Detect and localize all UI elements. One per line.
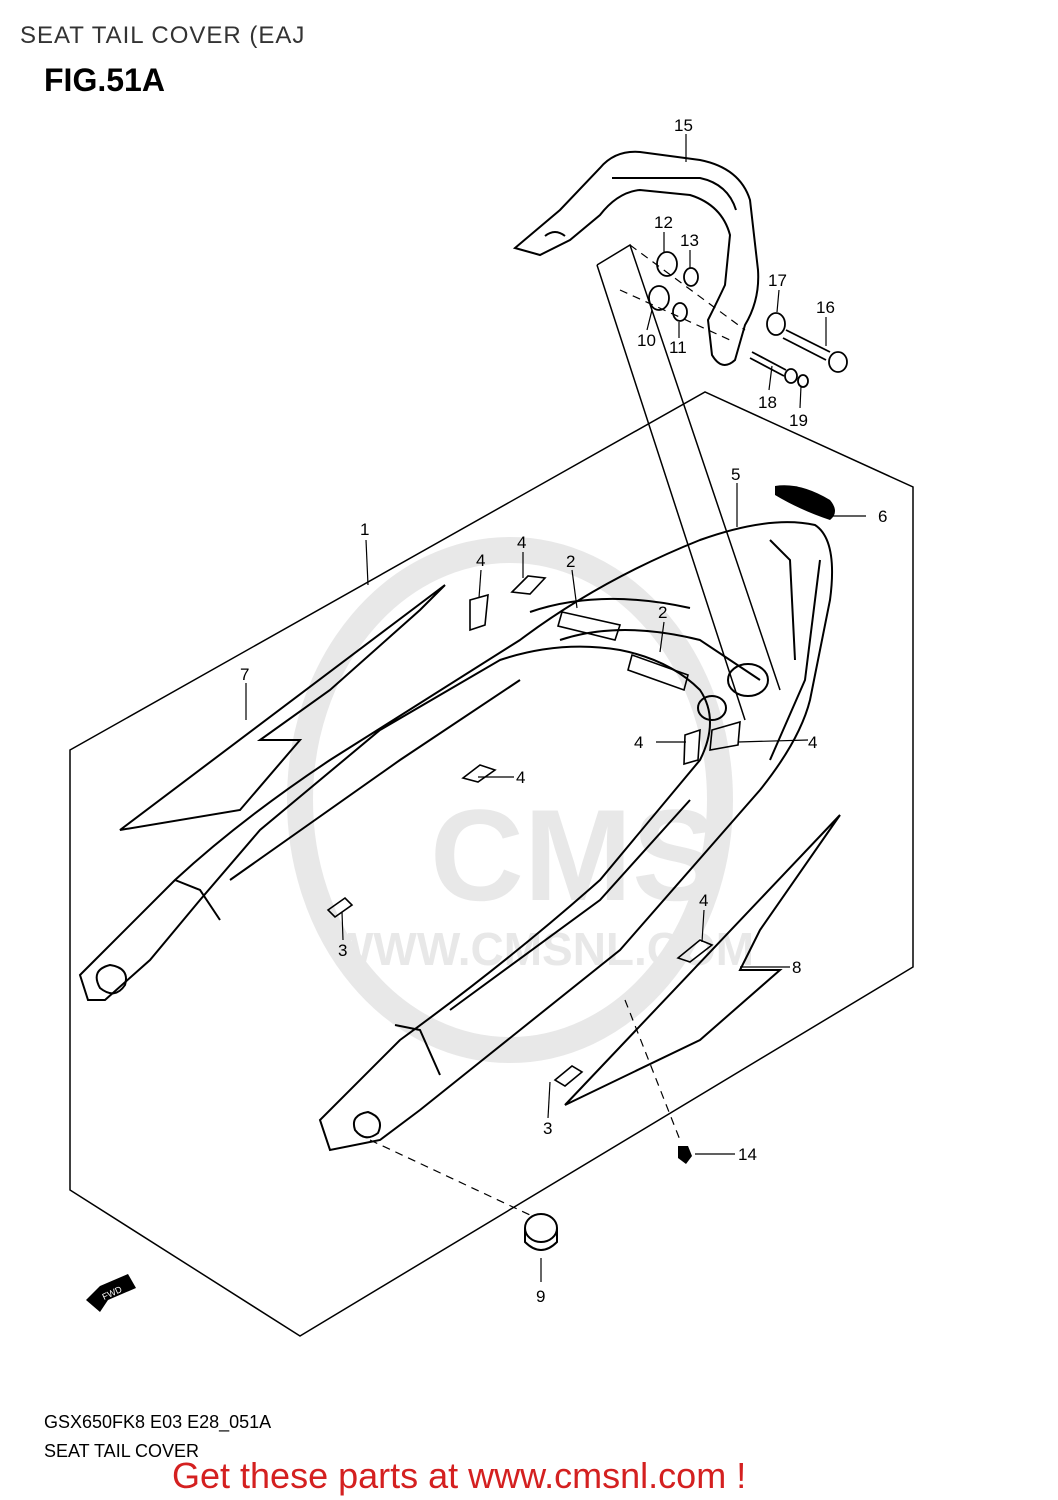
callout-4: 4 [516, 768, 525, 787]
callout-4: 4 [699, 891, 708, 910]
callout-7: 7 [240, 665, 249, 684]
watermark-brand: CMS [430, 782, 719, 928]
hardware [648, 251, 848, 388]
clip [678, 1146, 692, 1164]
callout-3: 3 [338, 941, 347, 960]
callout-11: 11 [669, 338, 687, 357]
callout-13: 13 [680, 231, 699, 250]
callout-4: 4 [476, 551, 485, 570]
rail-guides [596, 243, 781, 721]
callout-6: 6 [878, 507, 887, 526]
callout-14: 14 [738, 1145, 757, 1164]
parts-link[interactable]: Get these parts at www.cmsnl.com ! [172, 1455, 747, 1496]
callout-3: 3 [543, 1119, 552, 1138]
page-title: SEAT TAIL COVER (EAJ [20, 22, 306, 49]
assembly-frame [69, 391, 914, 1337]
callout-18: 18 [758, 393, 777, 412]
watermark: CMS WWW.CMSNL.COM [287, 537, 754, 1063]
callout-1: 1 [360, 520, 369, 539]
callout-8: 8 [792, 958, 801, 977]
cushion-pads [326, 575, 741, 1087]
side-trim-right [564, 814, 841, 1106]
seat-tail-cover [78, 521, 834, 1152]
callout-4: 4 [808, 733, 817, 752]
callout-2: 2 [566, 552, 575, 571]
grab-rail [512, 150, 760, 366]
diagram-caption: SEAT TAIL COVER [44, 1441, 200, 1461]
assembly-lines [369, 244, 746, 1216]
callout-2: 2 [658, 603, 667, 622]
side-trim-left [119, 584, 446, 831]
grommet [524, 1213, 558, 1251]
callout-19: 19 [789, 411, 808, 430]
callout-15: 15 [674, 116, 693, 135]
callout-5: 5 [731, 465, 740, 484]
callout-17: 17 [768, 271, 787, 290]
leader-lines [245, 134, 866, 1282]
callout-12: 12 [654, 213, 673, 232]
callout-4: 4 [634, 733, 643, 752]
forward-arrow: FWD [86, 1274, 136, 1312]
watermark-url: WWW.CMSNL.COM [330, 923, 754, 975]
callout-4: 4 [517, 533, 526, 552]
callout-16: 16 [816, 298, 835, 317]
callout-10: 10 [637, 331, 656, 350]
callout-9: 9 [536, 1287, 545, 1306]
model-code: GSX650FK8 E03 E28_051A [44, 1412, 272, 1432]
callouts: 1 2 2 3 3 4 4 4 4 4 4 5 6 7 8 9 10 11 12… [240, 116, 887, 1306]
figure-number: FIG.51A [44, 62, 165, 98]
suzuki-emblem [775, 485, 835, 520]
